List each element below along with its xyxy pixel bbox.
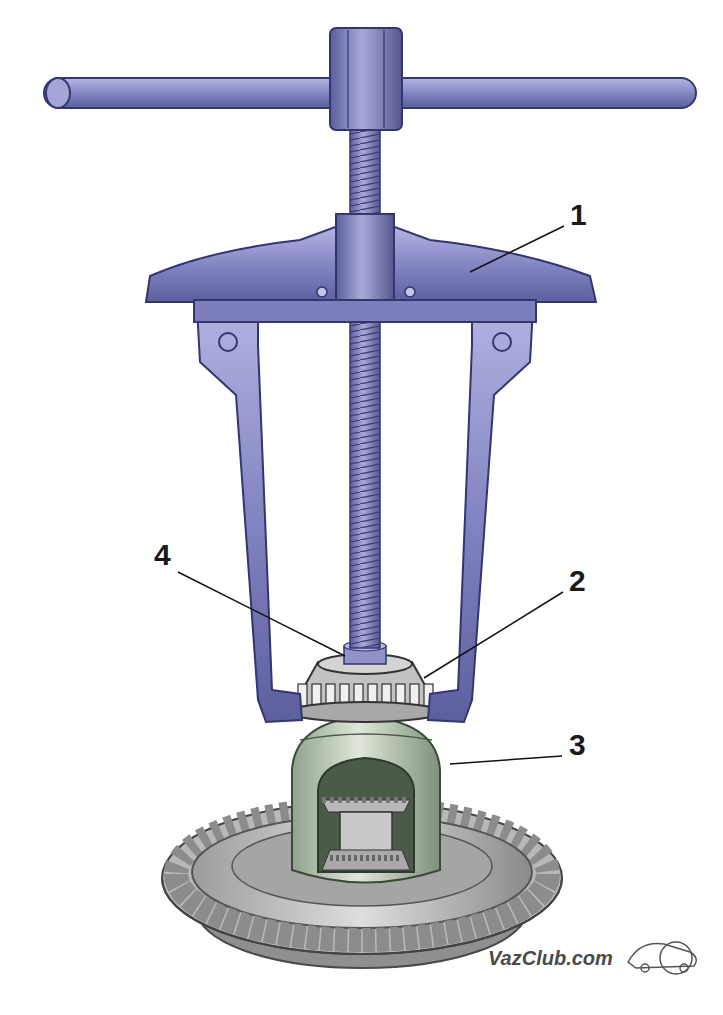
lower-side-gear: [322, 850, 410, 870]
pivot-pin: [493, 333, 511, 351]
watermark: VazClub.com: [486, 948, 615, 968]
hex-edge: [347, 30, 348, 128]
rivet: [317, 287, 327, 297]
handle-end: [46, 78, 70, 108]
hex-edge: [383, 30, 384, 128]
callout-number: 2: [567, 566, 588, 596]
pivot-pin: [219, 333, 237, 351]
pinion-shaft: [340, 812, 392, 852]
bearing-base: [290, 702, 440, 722]
yoke-bar: [194, 300, 536, 322]
ring-gear-front-edge: [162, 878, 562, 954]
case-edge: [300, 734, 432, 740]
puller-arm-right: [428, 290, 534, 722]
watermark-logo: [628, 942, 696, 974]
callout-number: 3: [567, 730, 588, 760]
differential-case: [292, 716, 440, 883]
case-window: [318, 758, 414, 872]
side-gear-teeth-row: [322, 797, 410, 803]
ring-gear-front-teeth: [176, 874, 548, 940]
rivet: [405, 287, 415, 297]
side-gear-teeth: [322, 800, 410, 812]
callout-number: 4: [152, 540, 173, 570]
lower-gear-teeth: [330, 855, 402, 861]
screw: [350, 126, 380, 648]
screw-thread: [350, 126, 380, 648]
leader-lines: [178, 226, 564, 764]
callout-number: 1: [568, 200, 589, 230]
hex-head: [330, 28, 402, 130]
puller-arm-left: [196, 290, 302, 722]
yoke-boss: [336, 214, 394, 300]
